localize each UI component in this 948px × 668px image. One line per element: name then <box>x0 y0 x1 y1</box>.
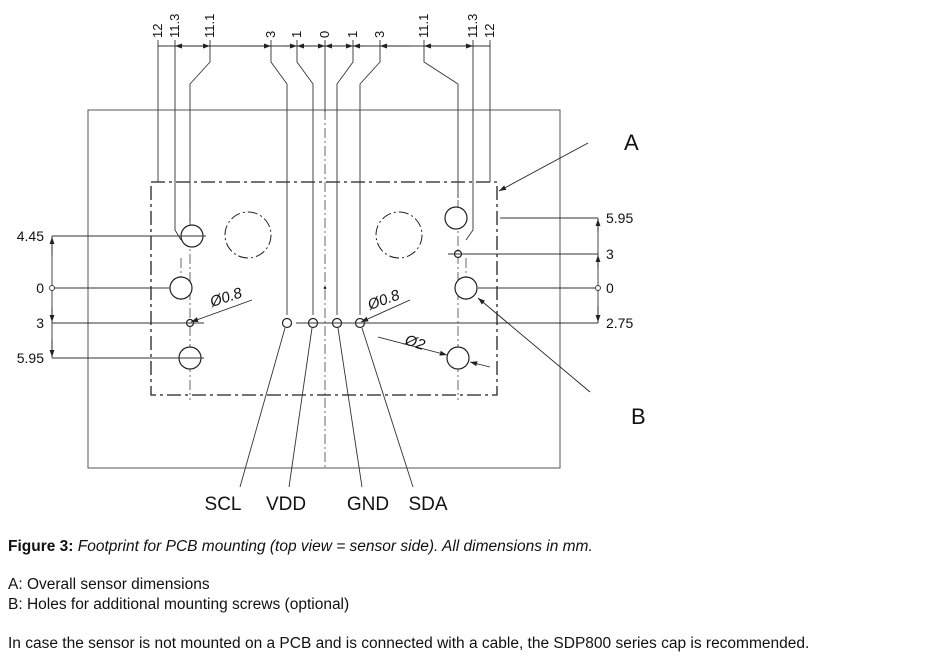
right-dim-label: 2.75 <box>606 315 633 331</box>
hole-label-large: Ø2 <box>402 331 428 354</box>
pin-leaders <box>239 327 414 488</box>
hole-upper-right <box>444 206 468 230</box>
pad-scl <box>281 317 293 329</box>
footprint-dashed-outline <box>150 181 498 396</box>
note-a: A: Overall sensor dimensions <box>8 576 210 593</box>
figure-caption-text: Footprint for PCB mounting (top view = s… <box>73 538 593 555</box>
top-dim-label: 3 <box>372 31 387 38</box>
top-dim-label: 12 <box>482 24 497 38</box>
top-dimension-lines <box>157 40 491 315</box>
right-dim-label: 3 <box>606 246 614 262</box>
figure-label: Figure 3: <box>8 538 74 555</box>
hole-lower-right <box>446 346 470 370</box>
left-dimension-labels: 4.45 0 3 5.95 <box>17 228 44 366</box>
footprint-drawing: 12 11.3 11.1 3 1 0 1 3 11.1 11.3 12 <box>17 14 646 515</box>
pin-labels: SCL VDD GND SDA <box>205 494 448 515</box>
port-circles <box>224 211 423 259</box>
callout-b-leader <box>477 297 591 393</box>
callout-b-label: B <box>631 404 646 429</box>
top-dimension-labels: 12 11.3 11.1 3 1 0 1 3 11.1 11.3 12 <box>150 14 497 38</box>
top-dim-label: 11.1 <box>416 14 431 38</box>
hole-mid-left <box>169 276 193 300</box>
hole-label-small-left: Ø0.8 <box>207 284 245 311</box>
left-dimension-lines <box>49 235 206 359</box>
callout-a-label: A <box>624 130 639 155</box>
left-dim-label: 5.95 <box>17 350 44 366</box>
top-dim-label: 1 <box>345 31 360 38</box>
left-dim-label: 0 <box>36 280 44 296</box>
right-dimension-labels: 5.95 3 0 2.75 <box>606 210 633 331</box>
top-dim-label: 3 <box>263 31 278 38</box>
hole-label-small-right: Ø0.8 <box>365 286 403 314</box>
hole-mid-right <box>454 276 478 300</box>
figure-caption: Figure 3: Footprint for PCB mounting (to… <box>8 537 593 557</box>
note-b: B: Holes for additional mounting screws … <box>8 596 350 613</box>
mounting-holes <box>169 206 478 370</box>
left-dim-label: 3 <box>36 315 44 331</box>
left-dim-label: 4.45 <box>17 228 44 244</box>
top-dim-label: 12 <box>150 24 165 38</box>
pin-label-vdd: VDD <box>266 494 306 515</box>
top-dim-label: 11.3 <box>167 14 182 38</box>
centre-point <box>323 286 327 290</box>
right-dim-label: 0 <box>606 280 614 296</box>
pin-label-scl: SCL <box>205 494 242 515</box>
right-dim-label: 5.95 <box>606 210 633 226</box>
pin-label-gnd: GND <box>347 494 389 515</box>
sensor-outline <box>87 109 561 469</box>
pin-label-sda: SDA <box>408 494 447 515</box>
note-cable: In case the sensor is not mounted on a P… <box>8 635 810 652</box>
callout-a-leader <box>498 142 589 192</box>
top-dim-label: 11.3 <box>465 14 480 38</box>
top-dim-label: 11.1 <box>202 14 217 38</box>
top-dim-label: 0 <box>317 31 332 38</box>
diameter-leaders <box>190 299 491 368</box>
right-dimension-lines <box>296 217 601 324</box>
top-dim-label: 1 <box>289 31 304 38</box>
